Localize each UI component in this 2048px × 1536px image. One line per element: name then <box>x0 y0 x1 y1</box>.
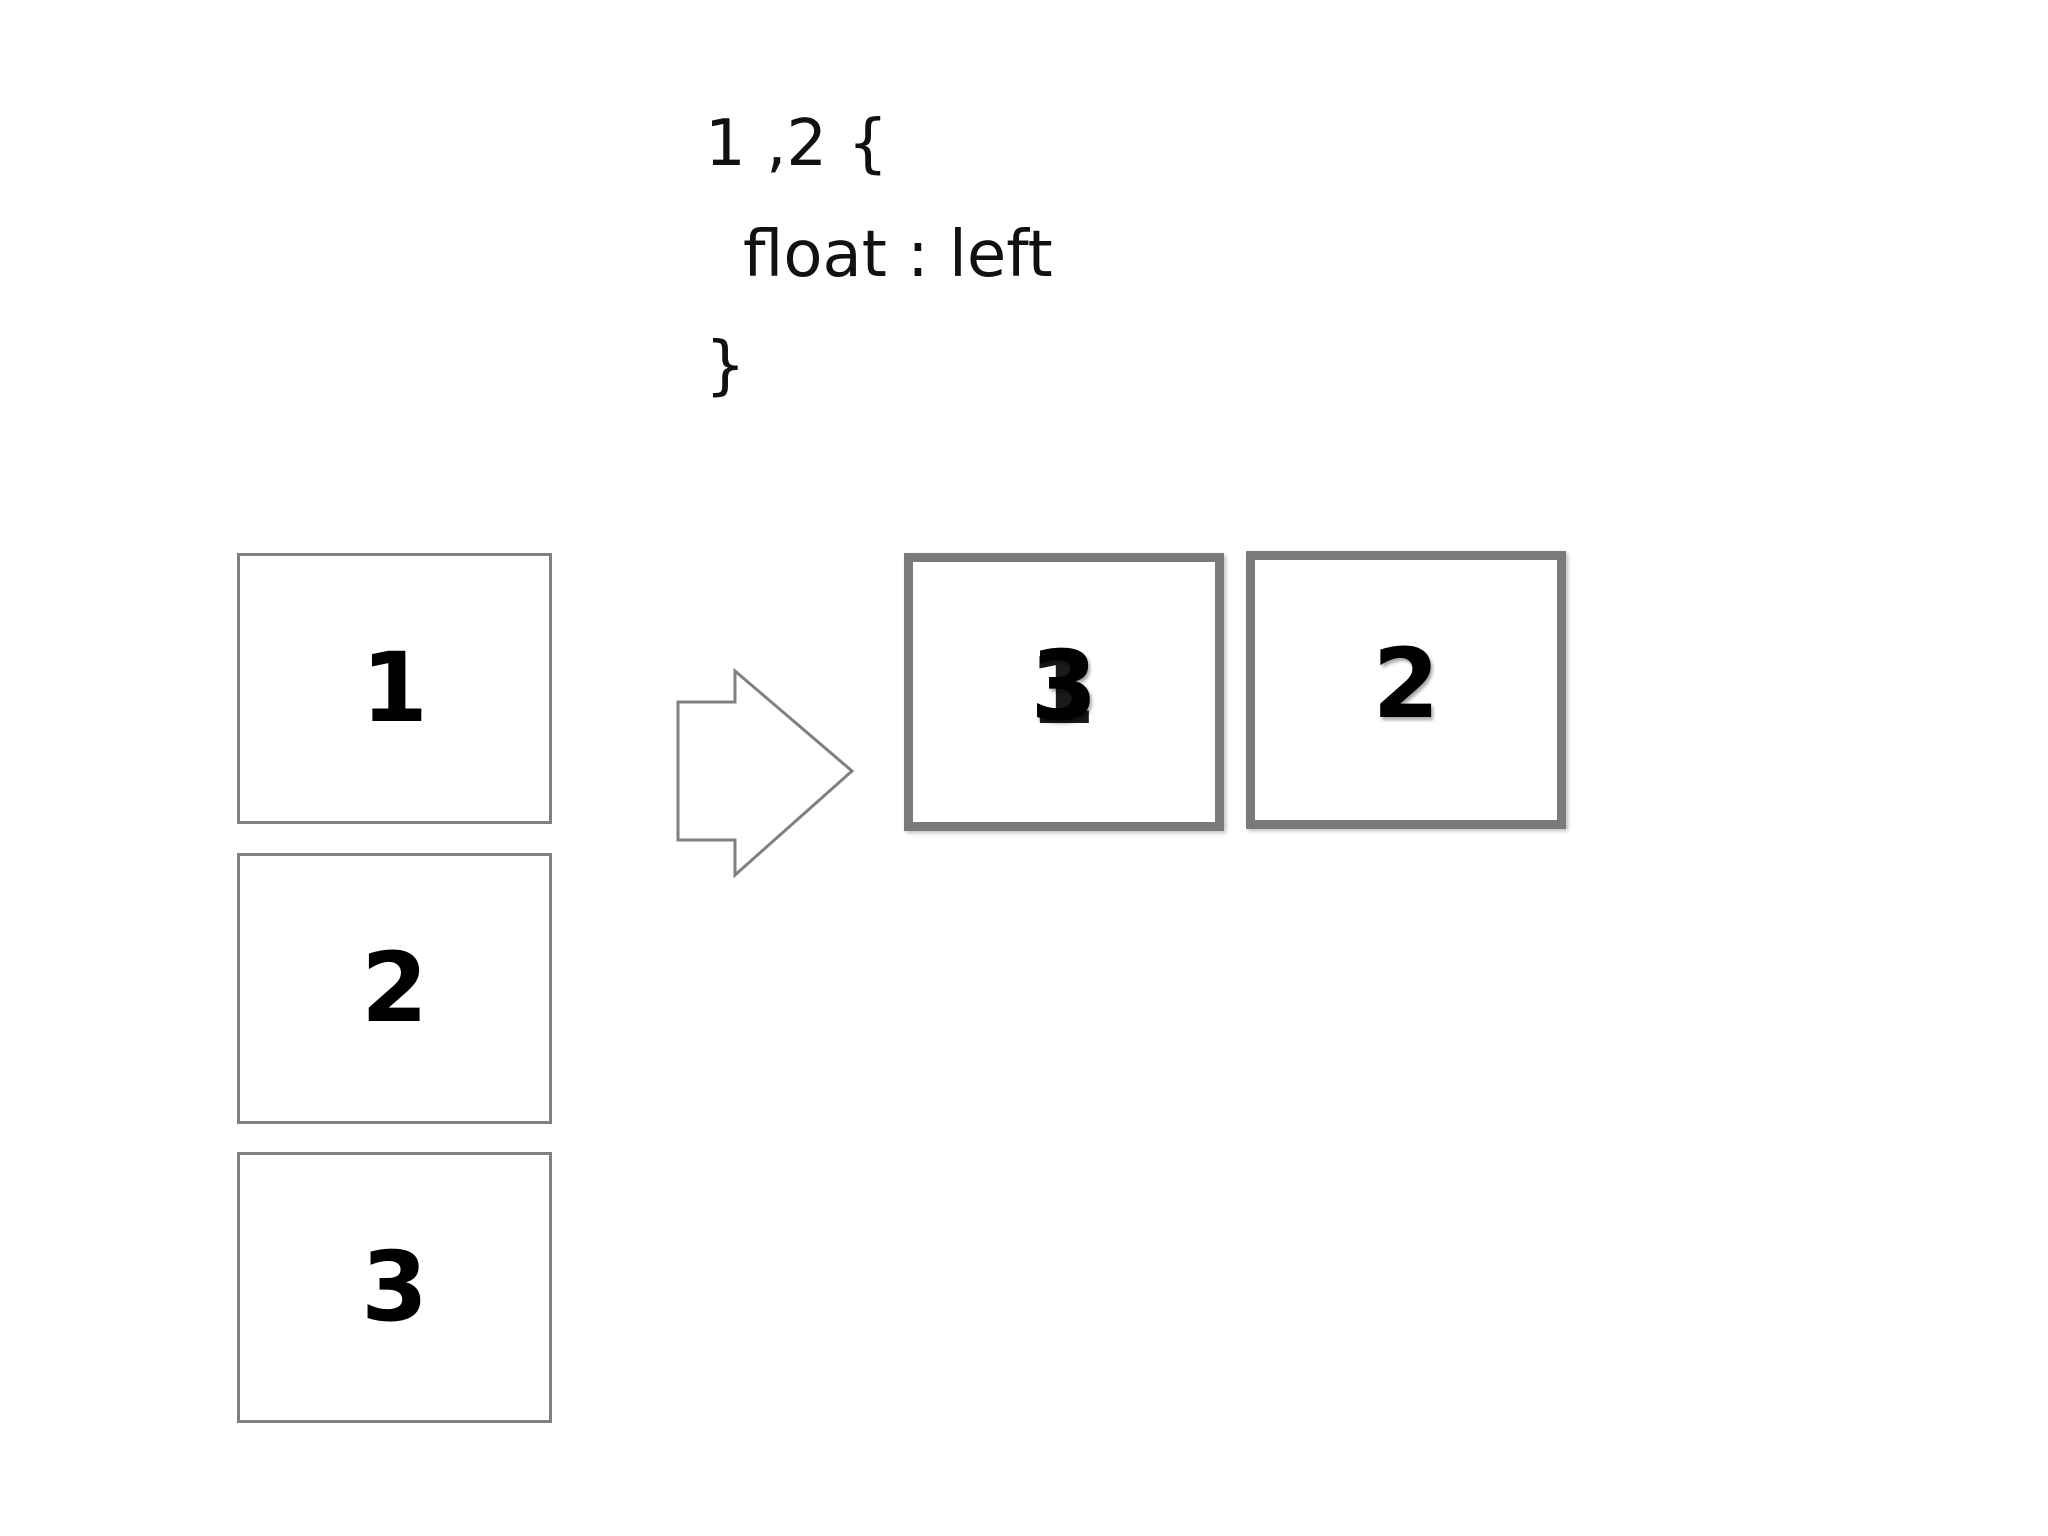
box-before-2-label: 2 <box>361 932 428 1044</box>
box-before-3-label: 3 <box>361 1231 428 1343</box>
right-arrow-icon <box>676 668 855 879</box>
floated-box-label-3: 3 <box>1030 630 1098 742</box>
floated-box-1-overlap-3: 1 3 <box>904 553 1224 831</box>
floated-box-label-2: 2 <box>1372 628 1440 740</box>
code-closing-brace-line: } <box>705 329 746 403</box>
floated-box-label-1: 1 <box>1028 634 1096 746</box>
box-before-1-label: 1 <box>361 632 428 744</box>
box-before-1: 1 <box>237 553 552 824</box>
floated-box-2: 2 <box>1246 551 1566 829</box>
box-before-3: 3 <box>237 1152 552 1423</box>
code-declaration-line: float : left <box>743 218 1053 292</box>
box-before-2: 2 <box>237 853 552 1124</box>
code-selector-line: 1 ,2 { <box>705 107 889 181</box>
